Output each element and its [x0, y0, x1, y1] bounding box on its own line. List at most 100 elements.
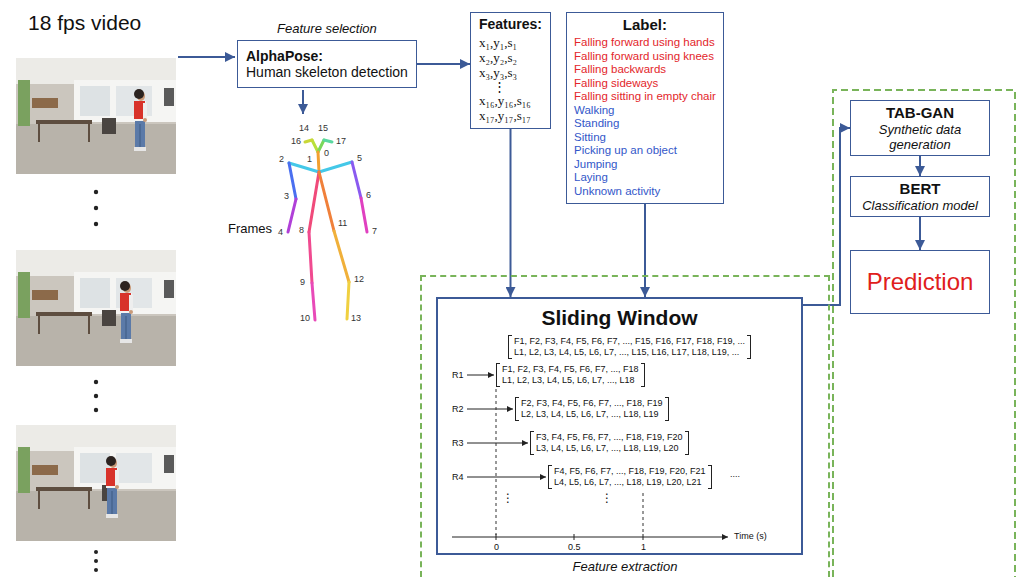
person-figure: [134, 89, 147, 151]
row-pointer: [467, 477, 546, 478]
joint-number: 0: [324, 149, 329, 158]
axis-tick-label: 1: [641, 542, 646, 553]
joint-number: 8: [299, 226, 304, 235]
matrix-bracket: F1, F2, F3, F4, F5, F6, F7, ..., F15, F1…: [508, 335, 751, 359]
region-caption: Feature extraction: [422, 559, 828, 574]
flow-connector: [803, 128, 850, 305]
feature-item: x₁,y₁,s₁: [479, 35, 542, 50]
flow-connector: [919, 217, 921, 250]
fall-label: Falling sitting in empty chair: [574, 90, 716, 104]
dashed-group-outline: [833, 90, 1015, 577]
joint-number: 2: [279, 155, 284, 164]
person-figure: [106, 456, 119, 518]
figure-title: 18 fps video: [28, 12, 141, 33]
figure-label: Frames: [228, 222, 272, 235]
flow-connector: [644, 204, 646, 297]
model-role: Classification model: [857, 198, 983, 213]
row-id: R3: [452, 438, 464, 449]
bone: [289, 163, 296, 199]
axis-tick: [643, 534, 644, 540]
bone: [319, 162, 352, 172]
activity-label: Walking: [574, 104, 716, 118]
joint-number: 6: [366, 191, 371, 200]
sequence-row: L4, L5, L6, L7, ..., L18, L19, L20, L21: [554, 477, 706, 488]
box-title: Sliding Window: [438, 306, 801, 330]
fall-label: Falling forward using knees: [574, 50, 716, 64]
process-box: Feature selectionAlphaPose:Human skeleto…: [237, 40, 417, 88]
dot: [94, 394, 98, 398]
label-list-box: Label:Falling forward using handsFalling…: [566, 12, 724, 204]
row-id: R4: [452, 472, 464, 483]
time-guide: [496, 389, 497, 535]
dot: [94, 206, 98, 210]
time-axis: [452, 537, 728, 538]
sequence-row: L3, L4, L5, L6, L7, ..., L18, L19, L20: [536, 443, 683, 454]
matrix-bracket: F2, F3, F4, F5, F6, F7, ..., F18, F19L2,…: [515, 397, 669, 421]
sequence-row: L2, L3, L4, L5, L6, L7, ..., L18, L19: [521, 409, 663, 420]
bone: [319, 172, 334, 231]
continuation-dots: [94, 190, 98, 572]
skeleton-figure: [288, 140, 367, 320]
dot: [94, 408, 98, 412]
bone: [289, 163, 319, 172]
activity-label: Laying: [574, 171, 716, 185]
model-box: TAB-GANSynthetic data generation: [850, 100, 990, 156]
box-title: AlphaPose:: [246, 48, 408, 64]
box-title: Label:: [574, 16, 716, 34]
matrix-bracket: F3, F4, F5, F6, F7, ..., F18, F19, F20L3…: [530, 431, 689, 455]
joint-number: 15: [318, 124, 328, 133]
joint-number: 9: [300, 278, 305, 287]
ellipsis-mark: ⋮: [601, 492, 613, 504]
joint-number: 5: [357, 154, 362, 163]
box-text: Human skeleton detection: [246, 64, 408, 80]
dot: [94, 380, 98, 384]
row-id: R1: [452, 370, 464, 381]
joint-number: 12: [354, 275, 364, 284]
bone: [305, 140, 312, 142]
matrix-bracket: F1, F2, F3, F4, F5, F6, F7, ..., F18L1, …: [496, 363, 645, 387]
row-pointer: [467, 375, 494, 376]
bone: [312, 283, 315, 320]
ellipsis-mark: ....: [730, 469, 740, 480]
feature-item: x₃,y₃,s₃: [479, 65, 542, 80]
joint-number: 13: [351, 314, 361, 323]
fall-label: Falling forward using hands: [574, 36, 716, 50]
time-guide: [643, 493, 644, 535]
feature-item: x₂,y₂,s₂: [479, 50, 542, 65]
joint-number: 10: [300, 314, 310, 323]
bone: [347, 282, 349, 319]
bone: [309, 232, 312, 283]
sequence-row: F4, F5, F6, F7, ..., F18, F19, F20, F21: [554, 466, 706, 477]
flow-connector: [510, 129, 512, 297]
section-heading: Feature selection: [218, 21, 436, 37]
feature-item: x₁₇,y₁₇,s₁₇: [479, 108, 542, 123]
sequence-row: F3, F4, F5, F6, F7, ..., F18, F19, F20: [536, 432, 683, 443]
axis-tick-label: 0.5: [568, 542, 581, 553]
axis-tick: [496, 534, 497, 540]
fall-label: Falling backwards: [574, 63, 716, 77]
axis-tick-label: 0: [494, 542, 499, 553]
axis-title: Time (s): [734, 531, 767, 542]
joint-number: 1: [307, 155, 312, 164]
matrix-bracket: F4, F5, F6, F7, ..., F18, F19, F20, F21L…: [548, 465, 712, 489]
sequence-row: F1, F2, F3, F4, F5, F6, F7, ..., F18: [502, 364, 639, 375]
prediction-text: Prediction: [867, 268, 974, 296]
video-frame: [16, 58, 176, 174]
sequence-row: L1, L2, L3, L4, L5, L6, L7, ..., L18: [502, 375, 639, 386]
activity-label: Picking up an object: [574, 144, 716, 158]
fall-label: Falling sideways: [574, 77, 716, 91]
row-pointer: [467, 409, 513, 410]
sequence-row: F1, F2, F3, F4, F5, F6, F7, ..., F15, F1…: [514, 336, 745, 347]
dot: [94, 550, 98, 554]
bone: [318, 140, 324, 152]
model-name: TAB-GAN: [857, 104, 983, 122]
ellipsis-mark: ⋮: [502, 492, 514, 504]
bone: [324, 140, 332, 142]
row-id: R2: [452, 404, 464, 415]
activity-label: Jumping: [574, 158, 716, 172]
bone: [334, 231, 349, 282]
sliding-window-box: F1, F2, F3, F4, F5, F6, F7, ..., F15, F1…: [436, 297, 803, 555]
joint-number: 14: [299, 124, 309, 133]
model-box: BERTClassification model: [850, 176, 990, 217]
